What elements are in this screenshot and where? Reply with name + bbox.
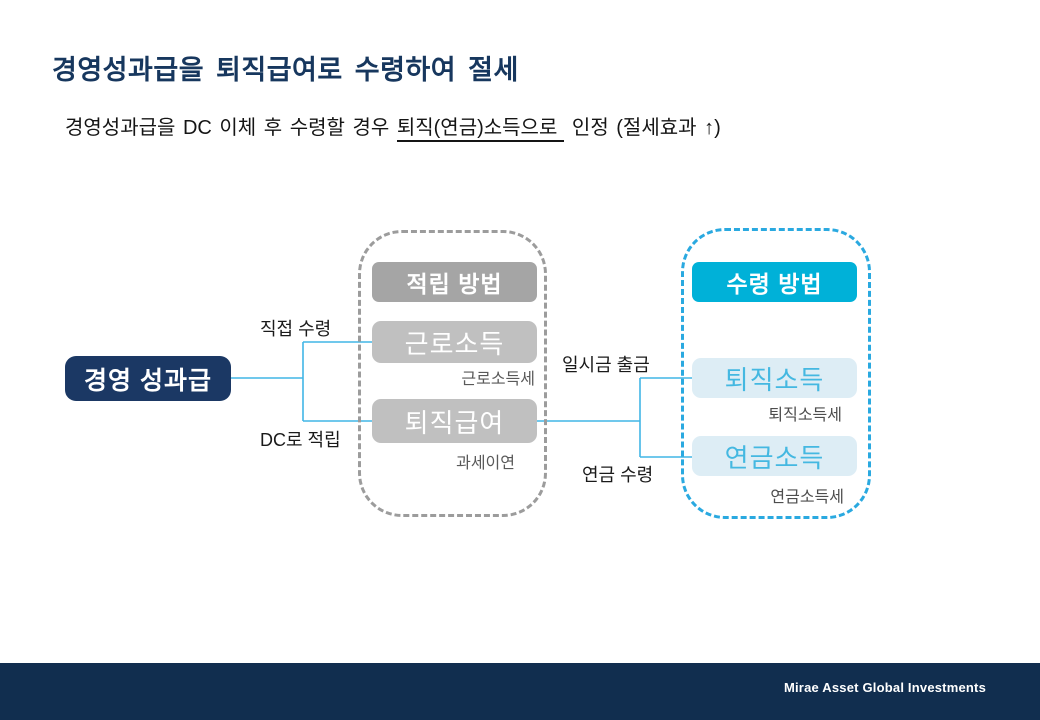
flow-label-pension-receipt: 연금 수령 [582, 465, 654, 485]
pension-income-box: 연금소득 [692, 436, 857, 476]
flow-label-dc-deposit: DC로 적립 [260, 430, 341, 450]
retirement-income-box: 퇴직소득 [692, 358, 857, 398]
pension-income-label: 연금소득 [724, 442, 825, 473]
footer-brand-text: Mirae Asset Global Investments [783, 680, 986, 695]
severance-pay-label: 퇴직급여 [404, 407, 505, 438]
accumulation-method-group [358, 230, 547, 517]
subtitle-underlined-text: 퇴직(연금)소득으로 [396, 117, 565, 142]
footer-bar: Mirae Asset Global Investments [0, 663, 1040, 720]
accumulation-header-label: 적립 방법 [406, 271, 503, 297]
flow-label-lump-sum-withdrawal: 일시금 출금 [562, 355, 650, 375]
source-box-management-bonus: 경영 성과급 [65, 356, 231, 401]
pension-income-tax-label: 연금소득세 [770, 489, 844, 506]
source-box-label: 경영 성과급 [84, 366, 212, 395]
receipt-method-group [681, 228, 871, 519]
severance-pay-box: 퇴직급여 [372, 399, 537, 443]
flow-label-direct-receipt: 직접 수령 [260, 319, 332, 339]
earned-income-label: 근로소득 [404, 328, 505, 359]
retirement-income-label: 퇴직소득 [724, 364, 825, 395]
receipt-group-header: 수령 방법 [692, 262, 857, 302]
slide-subtitle: 경영성과급을 DC 이체 후 수령할 경우 퇴직(연금)소득으로 인정 (절세효… [65, 111, 721, 142]
retirement-income-tax-label: 퇴직소득세 [768, 407, 842, 424]
receipt-header-label: 수령 방법 [726, 271, 823, 297]
earned-income-tax-label: 근로소득세 [461, 371, 535, 388]
earned-income-box: 근로소득 [372, 321, 537, 363]
slide-title: 경영성과급을 퇴직급여로 수령하여 절세 [52, 55, 519, 85]
severance-pay-tax-label: 과세이연 [456, 455, 515, 472]
accumulation-group-header: 적립 방법 [372, 262, 537, 302]
subtitle-suffix: 인정 (절세효과 ↑) [564, 117, 721, 139]
subtitle-prefix: 경영성과급을 DC 이체 후 수령할 경우 [65, 117, 397, 139]
